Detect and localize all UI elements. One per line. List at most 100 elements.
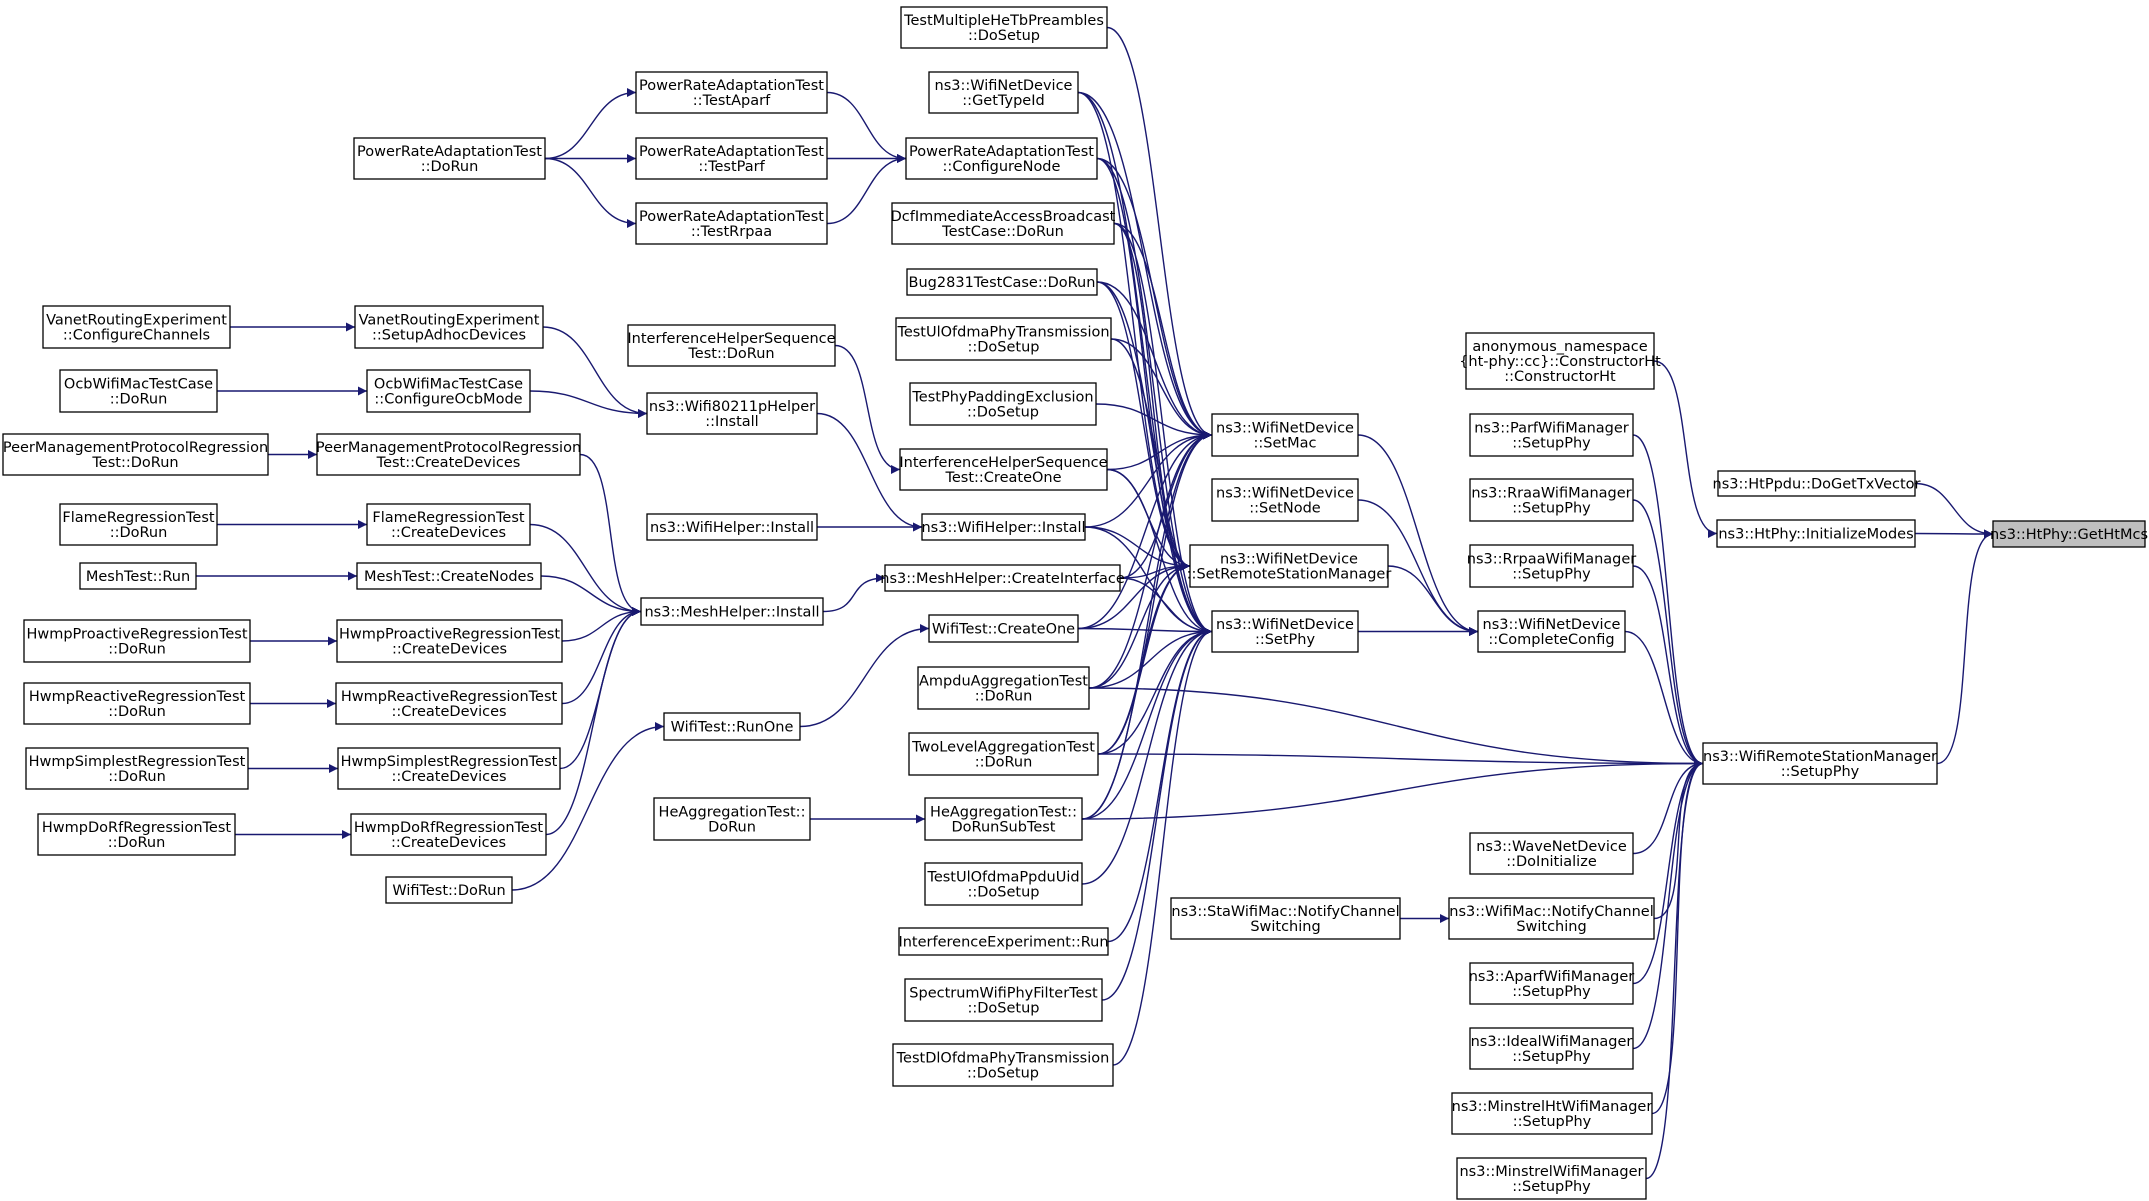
graph-node-ampdu[interactable]: AmpduAggregationTest::DoRun: [917, 666, 1090, 710]
graph-node-tuofdma[interactable]: TestUlOfdmaPhyTransmission::DoSetup: [895, 317, 1112, 361]
graph-node-rraa[interactable]: ns3::RraaWifiManager::SetupPhy: [1469, 478, 1634, 522]
graph-node-minstrel[interactable]: ns3::MinstrelWifiManager::SetupPhy: [1456, 1157, 1647, 1200]
graph-node-ocb-dorun[interactable]: OcbWifiMacTestCase::DoRun: [59, 369, 218, 413]
node-box: [1469, 962, 1634, 1005]
node-box: [921, 513, 1086, 541]
graph-node-initmodes[interactable]: ns3::HtPhy::InitializeModes: [1716, 519, 1916, 548]
graph-node-pmp-dorun[interactable]: PeerManagementProtocolRegressionTest::Do…: [2, 433, 269, 476]
node-label: ::DoRun: [108, 769, 166, 785]
graph-node-prat-config[interactable]: PowerRateAdaptationTest::ConfigureNode: [905, 137, 1098, 180]
graph-node-wifitest-createone[interactable]: WifiTest::CreateOne: [928, 614, 1079, 643]
graph-node-minstrelht[interactable]: ns3::MinstrelHtWifiManager::SetupPhy: [1451, 1092, 1653, 1135]
graph-node-parf[interactable]: ns3::ParfWifiManager::SetupPhy: [1469, 413, 1634, 457]
node-label: ::DoSetup: [968, 28, 1040, 44]
node-box: [1992, 520, 2146, 548]
graph-node-tmhtp[interactable]: TestMultipleHeTbPreambles::DoSetup: [900, 6, 1108, 49]
graph-node-wrsm-setupphy[interactable]: ns3::WifiRemoteStationManager::SetupPhy: [1702, 742, 1938, 785]
graph-node-wifi80211p[interactable]: ns3::Wifi80211pHelper::Install: [646, 392, 818, 435]
node-label: PeerManagementProtocolRegression: [3, 440, 268, 456]
call-edge-initmodes-to-gethtmcs: [1914, 529, 1994, 539]
graph-node-setrsm[interactable]: ns3::WifiNetDevice::SetRemoteStationMana…: [1187, 544, 1392, 588]
node-box: [1211, 413, 1359, 457]
node-label: ns3::MeshHelper::Install: [644, 605, 819, 621]
graph-node-heagg-dorun[interactable]: HeAggregationTest::DoRun: [653, 797, 811, 841]
node-label: HwmpDoRfRegressionTest: [354, 820, 543, 836]
node-label: InterferenceExperiment::Run: [898, 935, 1108, 951]
graph-node-hwmps-create[interactable]: HwmpSimplestRegressionTest::CreateDevice…: [337, 747, 561, 790]
node-label: FlameRegressionTest: [62, 510, 214, 526]
node-label: ns3::RrpaaWifiManager: [1467, 552, 1637, 568]
call-edge-setrsm-to-completeconfig: [1387, 565, 1479, 636]
graph-node-hwmpd-create[interactable]: HwmpDoRfRegressionTest::CreateDevices: [350, 813, 547, 856]
node-box: [1469, 478, 1634, 522]
node-box: [898, 927, 1109, 956]
graph-node-wifihelper-install1[interactable]: ns3::WifiHelper::Install: [646, 513, 818, 541]
graph-node-dcf[interactable]: DcfImmediateAccessBroadcastTestCase::DoR…: [891, 202, 1116, 245]
call-edge-wave-to-wrsm_setupphy: [1632, 759, 1704, 855]
graph-node-wifitest-dorun[interactable]: WifiTest::DoRun: [385, 876, 513, 904]
graph-node-gethtmcs[interactable]: ns3::HtPhy::GetHtMcs: [1990, 520, 2148, 548]
graph-node-prat-aparf[interactable]: PowerRateAdaptationTest::TestAparf: [635, 71, 828, 114]
node-label: ns3::WifiNetDevice: [1220, 552, 1358, 568]
graph-node-interfexp[interactable]: InterferenceExperiment::Run: [898, 927, 1109, 956]
graph-node-wave[interactable]: ns3::WaveNetDevice::DoInitialize: [1469, 832, 1634, 875]
graph-node-rrpaa[interactable]: ns3::RrpaaWifiManager::SetupPhy: [1467, 544, 1637, 588]
graph-node-hwmpp-dorun[interactable]: HwmpProactiveRegressionTest::DoRun: [23, 619, 251, 663]
graph-node-hwmpr-dorun[interactable]: HwmpReactiveRegressionTest::DoRun: [23, 682, 251, 725]
graph-node-wifihelper-install2[interactable]: ns3::WifiHelper::Install: [921, 513, 1086, 541]
graph-node-hwmpr-create[interactable]: HwmpReactiveRegressionTest::CreateDevice…: [335, 682, 563, 725]
node-label: Test::CreateDevices: [376, 455, 521, 471]
graph-node-ocb-config[interactable]: OcbWifiMacTestCase::ConfigureOcbMode: [366, 369, 531, 413]
node-label: ::SetupPhy: [1513, 1114, 1592, 1130]
graph-node-mesh-run[interactable]: MeshTest::Run: [79, 562, 197, 590]
node-box: [635, 137, 828, 180]
graph-node-setmac[interactable]: ns3::WifiNetDevice::SetMac: [1211, 413, 1359, 457]
node-label: HwmpDoRfRegressionTest: [42, 820, 231, 836]
graph-node-tuppdu[interactable]: TestUlOfdmaPpduUid::DoSetup: [924, 862, 1083, 906]
node-label: ::SetupPhy: [1512, 567, 1591, 583]
graph-node-hwmps-dorun[interactable]: HwmpSimplestRegressionTest::DoRun: [25, 747, 249, 790]
graph-node-dogettxvector[interactable]: ns3::HtPpdu::DoGetTxVector: [1713, 470, 1921, 497]
node-label: ::DoSetup: [967, 1066, 1039, 1082]
graph-node-setnode[interactable]: ns3::WifiNetDevice::SetNode: [1211, 478, 1359, 522]
graph-node-tdofdma[interactable]: TestDlOfdmaPhyTransmission::DoSetup: [892, 1043, 1114, 1087]
node-label: TestMultipleHeTbPreambles: [903, 13, 1104, 29]
graph-node-ideal[interactable]: ns3::IdealWifiManager::SetupPhy: [1469, 1027, 1634, 1070]
graph-node-prat-dorun[interactable]: PowerRateAdaptationTest::DoRun: [353, 137, 546, 180]
call-edge-wrsm_setupphy-to-gethtmcs: [1936, 529, 1994, 765]
graph-node-bug2831[interactable]: Bug2831TestCase::DoRun: [906, 268, 1098, 296]
graph-node-anon[interactable]: anonymous_namespace{ht-phy::cc}::Constru…: [1459, 332, 1661, 390]
node-label: PowerRateAdaptationTest: [639, 78, 824, 94]
graph-node-pmp-create[interactable]: PeerManagementProtocolRegressionTest::Cr…: [316, 433, 581, 476]
node-box: [1469, 1027, 1634, 1070]
graph-node-wifitest-runone[interactable]: WifiTest::RunOne: [663, 712, 801, 741]
graph-node-mesh-createnodes[interactable]: MeshTest::CreateNodes: [356, 562, 542, 590]
graph-node-prat-rrpaa[interactable]: PowerRateAdaptationTest::TestRrpaa: [635, 202, 828, 245]
node-box: [1448, 897, 1655, 940]
graph-node-setphy[interactable]: ns3::WifiNetDevice::SetPhy: [1211, 610, 1359, 653]
graph-node-aparf[interactable]: ns3::AparfWifiManager::SetupPhy: [1469, 962, 1635, 1005]
graph-node-flame-create[interactable]: FlameRegressionTest::CreateDevices: [366, 503, 531, 546]
graph-node-hwmpp-create[interactable]: HwmpProactiveRegressionTest::CreateDevic…: [336, 619, 563, 663]
graph-node-meshhelper-ci[interactable]: ns3::MeshHelper::CreateInterface: [880, 564, 1125, 592]
graph-node-completeconfig[interactable]: ns3::WifiNetDevice::CompleteConfig: [1477, 610, 1626, 653]
call-edge-rrpaa-to-wrsm_setupphy: [1632, 565, 1704, 768]
graph-node-tppe[interactable]: TestPhyPaddingExclusion::DoSetup: [909, 382, 1097, 426]
node-label: ::DoRun: [110, 392, 168, 408]
graph-node-hwmpd-dorun[interactable]: HwmpDoRfRegressionTest::DoRun: [37, 813, 236, 856]
graph-node-vre-channels[interactable]: VanetRoutingExperiment::ConfigureChannel…: [42, 305, 231, 349]
graph-node-gettypeid[interactable]: ns3::WifiNetDevice::GetTypeId: [928, 71, 1079, 114]
graph-node-flame-dorun[interactable]: FlameRegressionTest::DoRun: [59, 503, 218, 546]
graph-node-heagg-sub[interactable]: HeAggregationTest::DoRunSubTest: [924, 797, 1083, 841]
graph-node-vre-setup[interactable]: VanetRoutingExperiment::SetupAdhocDevice…: [354, 305, 544, 349]
graph-node-twolevel[interactable]: TwoLevelAggregationTest::DoRun: [908, 732, 1099, 776]
node-box: [917, 666, 1090, 710]
graph-node-meshhelper-install[interactable]: ns3::MeshHelper::Install: [640, 597, 824, 626]
graph-node-prat-parf[interactable]: PowerRateAdaptationTest::TestParf: [635, 137, 828, 180]
graph-node-ihs-createone[interactable]: InterferenceHelperSequenceTest::CreateOn…: [899, 448, 1108, 491]
graph-node-spectrum[interactable]: SpectrumWifiPhyFilterTest::DoSetup: [904, 978, 1103, 1022]
node-box: [891, 202, 1115, 245]
